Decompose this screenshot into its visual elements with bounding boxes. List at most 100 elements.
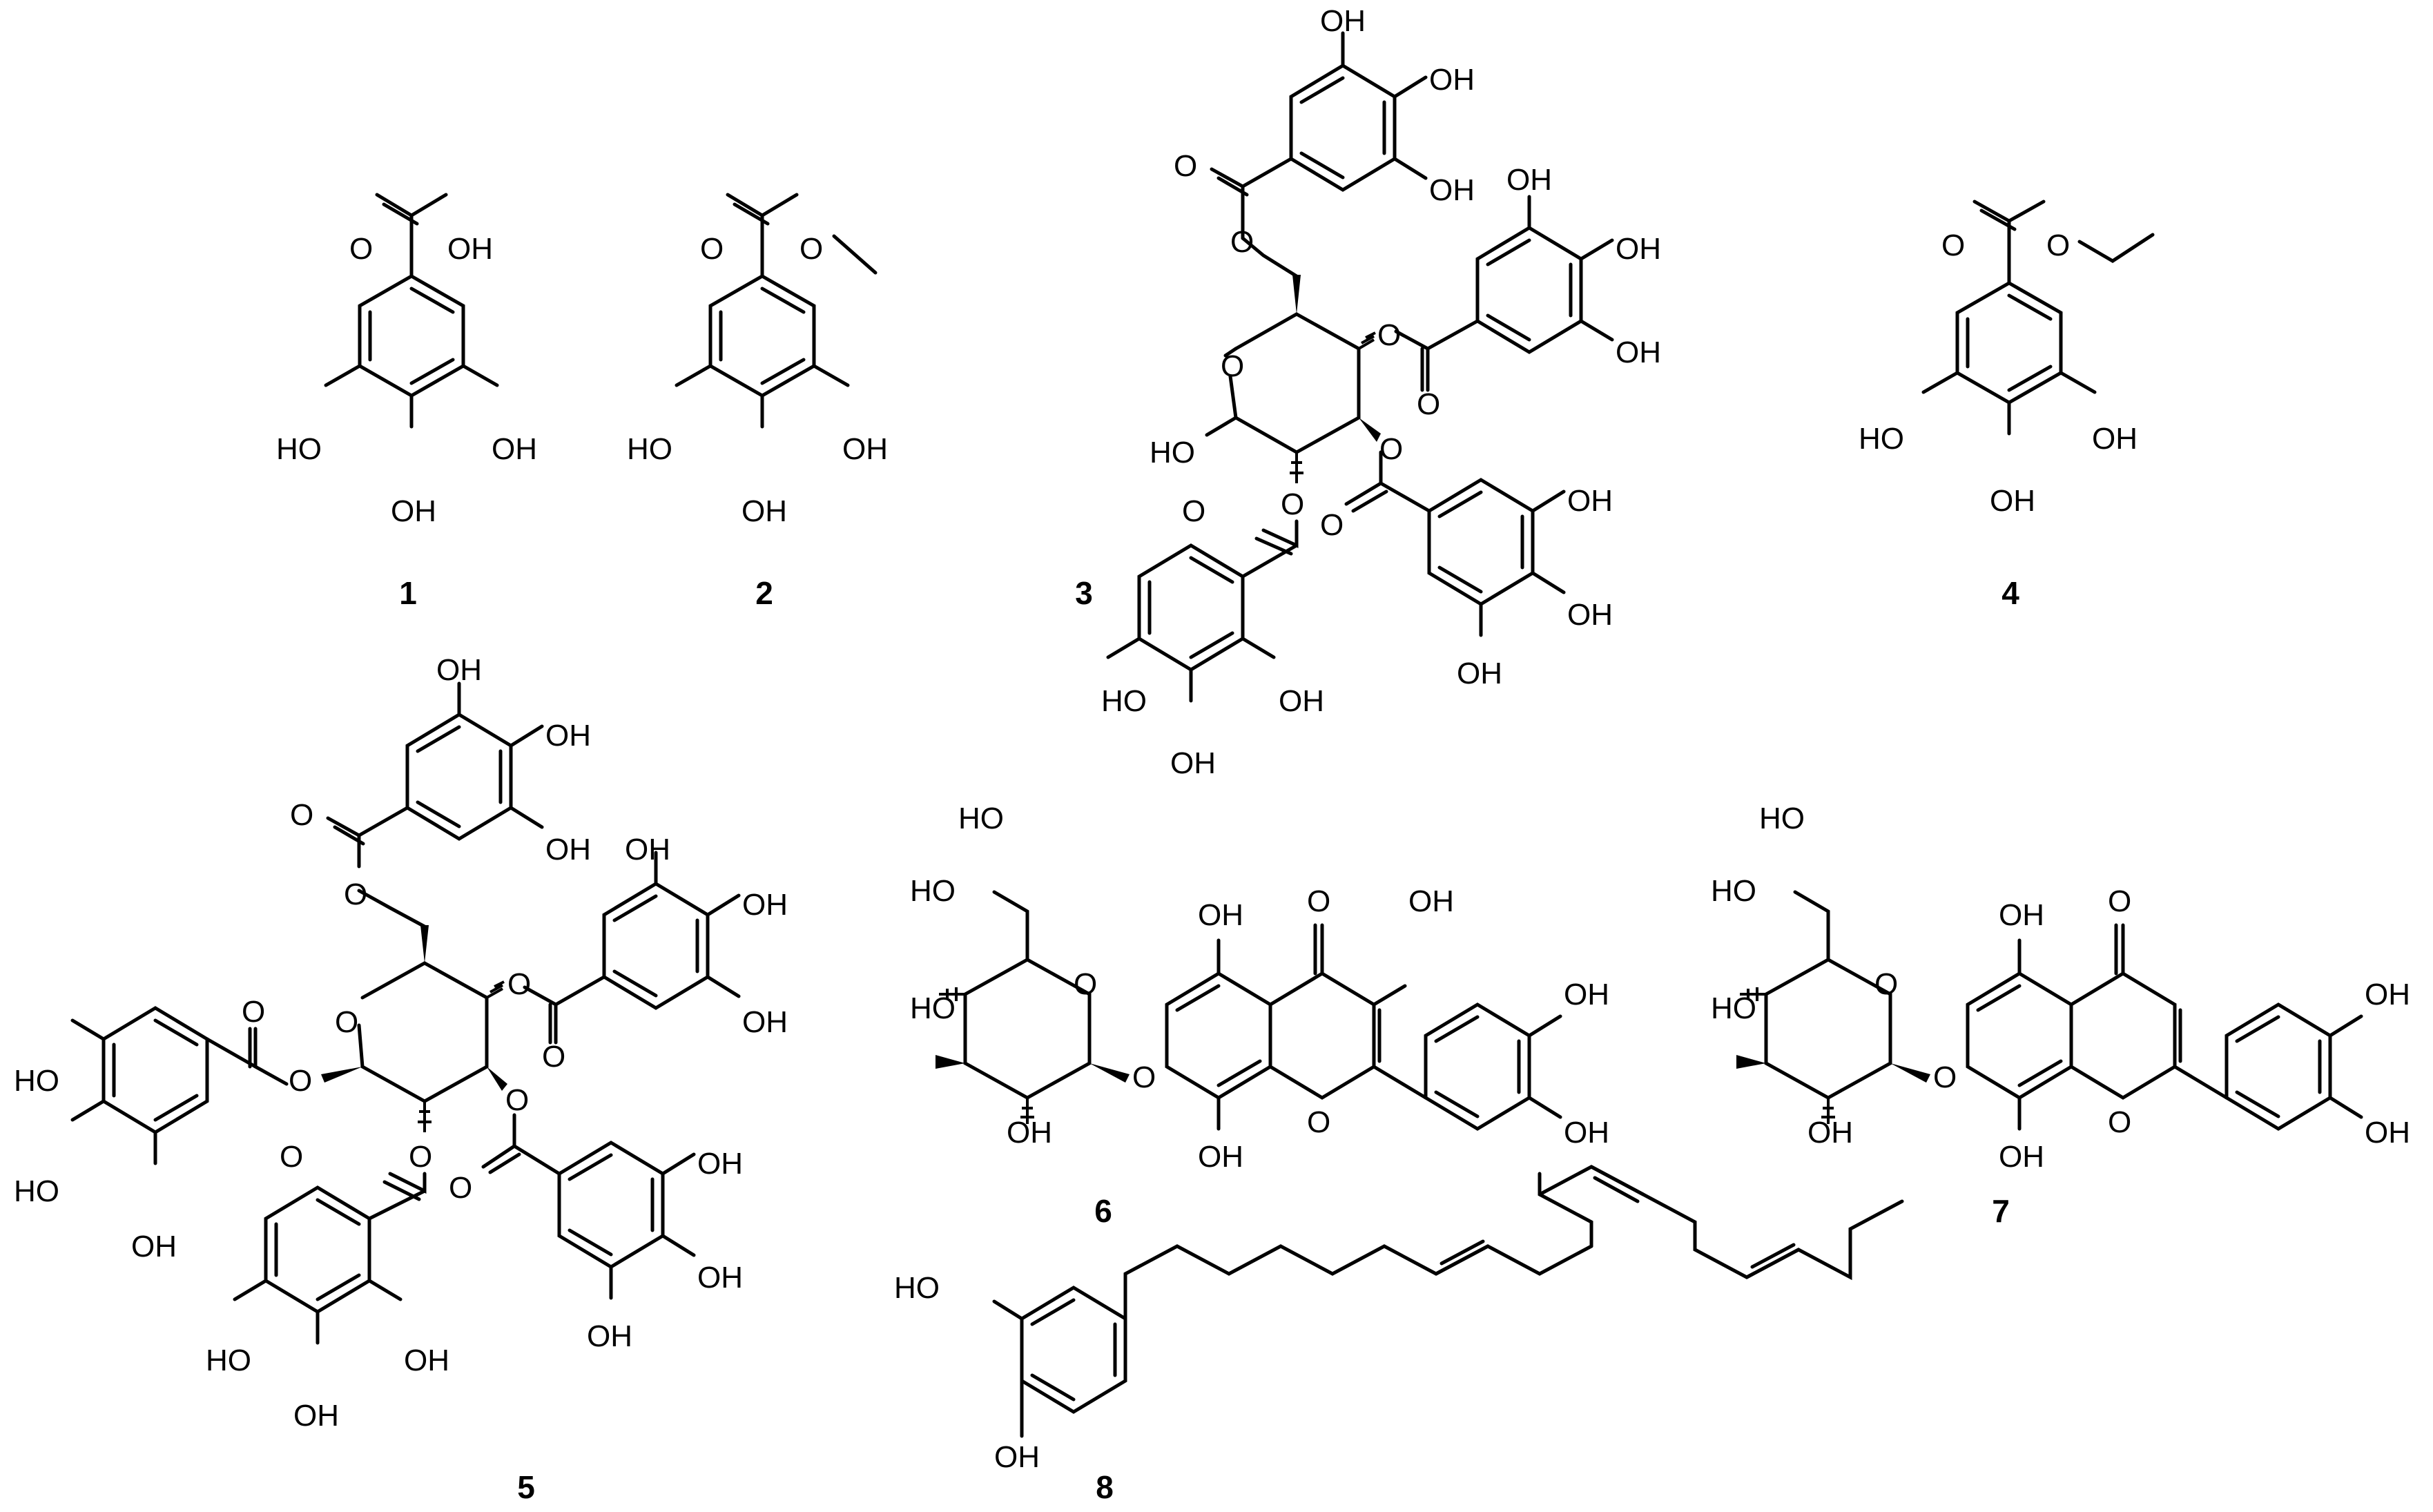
compound-3: O HO O O O O O OH OH OH O OH OH OH O OH … [1075, 4, 1661, 780]
svg-text:O: O [409, 1140, 432, 1174]
svg-text:HO: HO [1711, 991, 1756, 1025]
svg-text:HO: HO [1759, 802, 1805, 835]
svg-text:O: O [1307, 884, 1330, 918]
svg-text:OH: OH [1457, 657, 1502, 690]
svg-text:HO: HO [14, 1064, 59, 1098]
svg-text:HO: HO [910, 991, 956, 1025]
svg-text:OH: OH [1567, 484, 1613, 518]
svg-text:OH: OH [131, 1230, 177, 1263]
svg-text:OH: OH [1279, 684, 1324, 718]
svg-text:OH: OH [436, 653, 482, 687]
svg-text:OH: OH [1567, 598, 1613, 632]
svg-text:OH: OH [1170, 746, 1216, 780]
svg-text:O: O [542, 1040, 565, 1074]
svg-text:O: O [1307, 1105, 1330, 1139]
compound-label: 2 [755, 575, 773, 611]
compound-label: 5 [517, 1469, 535, 1505]
svg-text:OH: OH [545, 719, 591, 753]
svg-text:HO: HO [1859, 422, 1904, 456]
svg-text:OH: OH [1007, 1116, 1052, 1150]
svg-text:OH: OH [1198, 898, 1243, 932]
svg-text:HO: HO [1711, 874, 1756, 908]
svg-text:OH: OH [742, 888, 788, 922]
svg-text:OH: OH [625, 833, 670, 866]
compound-2: O O HO OH OH 2 [627, 193, 888, 611]
svg-text:OH: OH [1506, 163, 1552, 197]
compound-label: 7 [1992, 1193, 2010, 1229]
compound-4: O O HO OH OH 3 4 [1859, 200, 2155, 611]
svg-text:O: O [2108, 884, 2131, 918]
svg-text:O: O [1182, 494, 1205, 528]
svg-text:HO: HO [1150, 436, 1195, 469]
svg-text:OH: OH [1564, 1116, 1609, 1150]
svg-text:OH: OH [697, 1261, 743, 1295]
svg-text:HO: HO [1101, 684, 1147, 718]
svg-text:O: O [344, 878, 367, 911]
svg-text:OH: OH [404, 1344, 449, 1377]
svg-text:OH: OH [1999, 1140, 2044, 1174]
compound-label: 8 [1096, 1469, 1114, 1505]
compound-1: O OH HO OH OH 1 [276, 193, 537, 611]
svg-text:O: O [280, 1140, 303, 1174]
svg-text:O: O [1377, 318, 1401, 352]
svg-text:OH: OH [2365, 978, 2410, 1011]
svg-text:HO: HO [894, 1271, 940, 1305]
svg-text:O: O [2046, 229, 2070, 262]
svg-text:HO: HO [206, 1344, 251, 1377]
svg-text:OH: OH [587, 1319, 632, 1353]
svg-text:O: O [289, 1064, 312, 1098]
svg-text:OH: OH [391, 494, 436, 528]
svg-text:OH: OH [1807, 1116, 1853, 1150]
svg-text:O: O [1221, 349, 1244, 383]
svg-text:OH: OH [697, 1147, 743, 1181]
svg-text:HO: HO [14, 1174, 59, 1208]
svg-text:OH: OH [842, 432, 888, 466]
svg-text:O: O [799, 232, 823, 266]
compound-5: O O O O O O O OH OH OH O OH OH OH O OH O… [14, 653, 788, 1505]
svg-text:OH: OH [1564, 978, 1609, 1011]
svg-text:O: O [349, 232, 373, 266]
svg-text:OH: OH [994, 1440, 1040, 1474]
svg-text:HO: HO [276, 432, 322, 466]
svg-text:O: O [449, 1171, 472, 1205]
svg-text:OH: OH [1198, 1140, 1243, 1174]
svg-text:OH: OH [293, 1399, 339, 1433]
compound-label: 6 [1094, 1193, 1112, 1229]
compound-6: HO HO HO OH O O O OH OH OH O OH OH 6 [910, 802, 1609, 1229]
svg-text:O: O [1132, 1060, 1156, 1094]
svg-text:O: O [1933, 1060, 1957, 1094]
svg-text:O: O [1074, 967, 1097, 1001]
svg-text:O: O [2108, 1105, 2131, 1139]
svg-text:OH: OH [1616, 336, 1661, 369]
compound-label: 3 [1075, 575, 1093, 611]
svg-text:OH: OH [1320, 4, 1366, 38]
svg-text:OH: OH [2092, 422, 2138, 456]
svg-text:O: O [1417, 387, 1440, 421]
svg-text:O: O [1281, 487, 1304, 521]
svg-text:OH: OH [2365, 1116, 2410, 1150]
svg-text:HO: HO [958, 802, 1004, 835]
svg-text:OH: OH [1429, 63, 1475, 97]
svg-text:O: O [1320, 508, 1344, 542]
compound-8: HO OH 8 [894, 1165, 1904, 1505]
svg-text:OH: OH [447, 232, 493, 266]
svg-text:O: O [1379, 432, 1403, 466]
svg-text:O: O [242, 995, 265, 1029]
svg-text:OH: OH [1990, 484, 2035, 518]
svg-text:OH: OH [741, 494, 787, 528]
svg-text:O: O [335, 1005, 358, 1039]
svg-text:OH: OH [1999, 898, 2044, 932]
svg-text:HO: HO [910, 874, 956, 908]
svg-text:OH: OH [1408, 884, 1454, 918]
svg-text:O: O [1874, 967, 1898, 1001]
svg-text:OH: OH [742, 1005, 788, 1039]
svg-text:OH: OH [1429, 173, 1475, 207]
compound-7: HO HO HO OH O O O OH OH O OH OH 7 [1711, 802, 2410, 1229]
svg-text:O: O [505, 1083, 529, 1117]
svg-text:O: O [700, 232, 724, 266]
svg-text:O: O [1174, 149, 1197, 183]
svg-text:OH: OH [545, 833, 591, 866]
svg-text:O: O [507, 967, 531, 1001]
svg-text:OH: OH [492, 432, 537, 466]
